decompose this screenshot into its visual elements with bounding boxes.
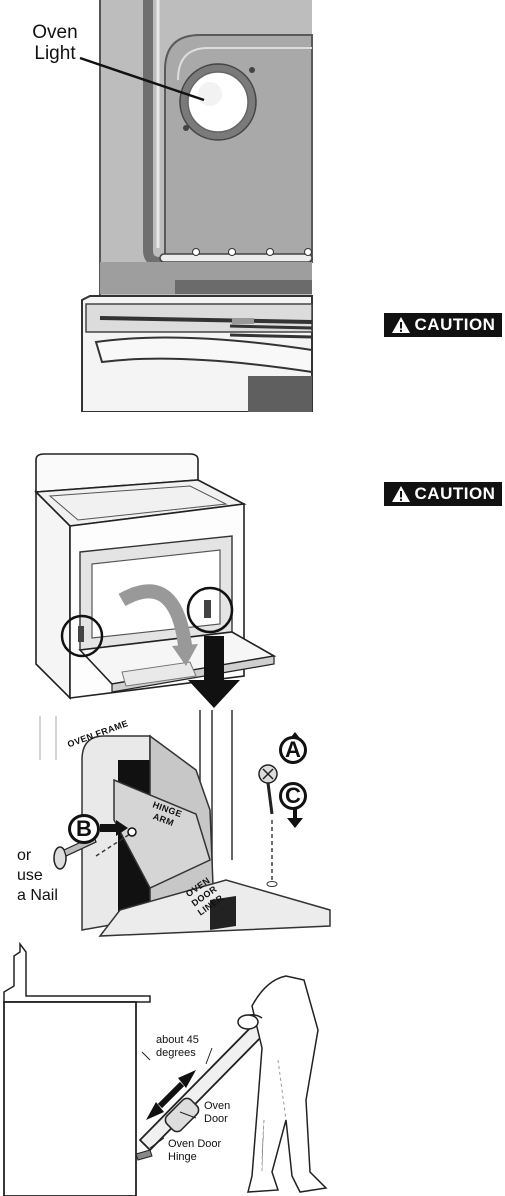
oven-door-label: Oven Door (204, 1100, 230, 1126)
callout-a: A (279, 736, 307, 764)
caution-badge-2: CAUTION (384, 482, 502, 506)
angle-label: about 45 degrees (156, 1034, 199, 1060)
callout-a-label: A (285, 737, 301, 763)
range-side-view (4, 1002, 136, 1196)
oven-door-line2: Door (204, 1113, 230, 1126)
warning-icon (391, 316, 411, 334)
oven-door-hinge-line2: Hinge (168, 1151, 221, 1164)
arrow-down-icon (287, 818, 303, 828)
down-arrow-icon (188, 680, 240, 708)
angle-line2: degrees (156, 1047, 199, 1060)
callout-c-label: C (285, 783, 301, 809)
oven-door-hinge-label: Oven Door Hinge (168, 1138, 221, 1164)
caution-badge-1: CAUTION (384, 313, 502, 337)
oven-light-label: Oven Light (27, 22, 83, 64)
caution-label-1: CAUTION (415, 315, 496, 335)
person-figure (248, 976, 326, 1192)
use-line: use (17, 866, 58, 886)
callout-b-label: B (76, 816, 92, 842)
oven-light-label-line1: Oven (27, 22, 83, 43)
or-use-a-nail-label: or use a Nail (17, 846, 58, 906)
caution-label-2: CAUTION (415, 484, 496, 504)
oven-door-hinge-line1: Oven Door (168, 1138, 221, 1151)
oven-light-label-line2: Light (27, 43, 83, 64)
oven-door-line1: Oven (204, 1100, 230, 1113)
or-line: or (17, 846, 58, 866)
callout-b: B (68, 814, 100, 844)
angle-line1: about 45 (156, 1034, 199, 1047)
warning-icon (391, 485, 411, 503)
a-nail-line: a Nail (17, 886, 58, 906)
callout-c: C (279, 782, 307, 810)
hand-icon (238, 1015, 258, 1029)
